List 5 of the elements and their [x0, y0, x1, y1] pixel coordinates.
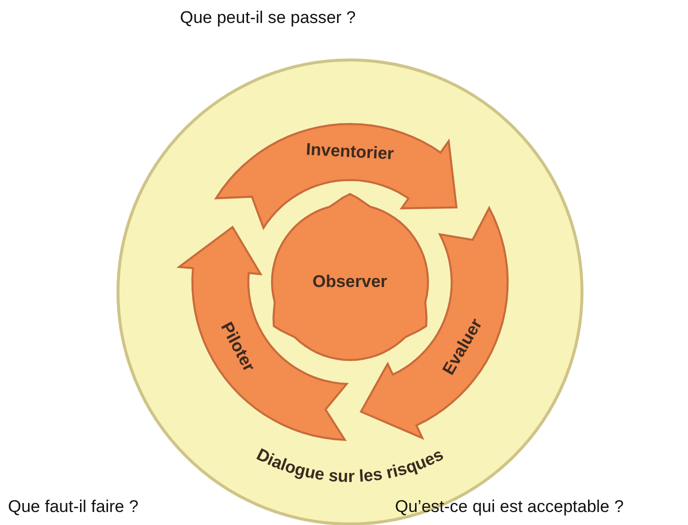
question-text: Qu’est-ce qui est acceptable ?	[395, 497, 624, 517]
stage-label: Inventorier	[306, 140, 394, 164]
question-text: Que faut-il faire ?	[8, 497, 138, 517]
center-label: Observer	[312, 272, 388, 292]
question-text: Que peut-il se passer ?	[180, 8, 356, 28]
